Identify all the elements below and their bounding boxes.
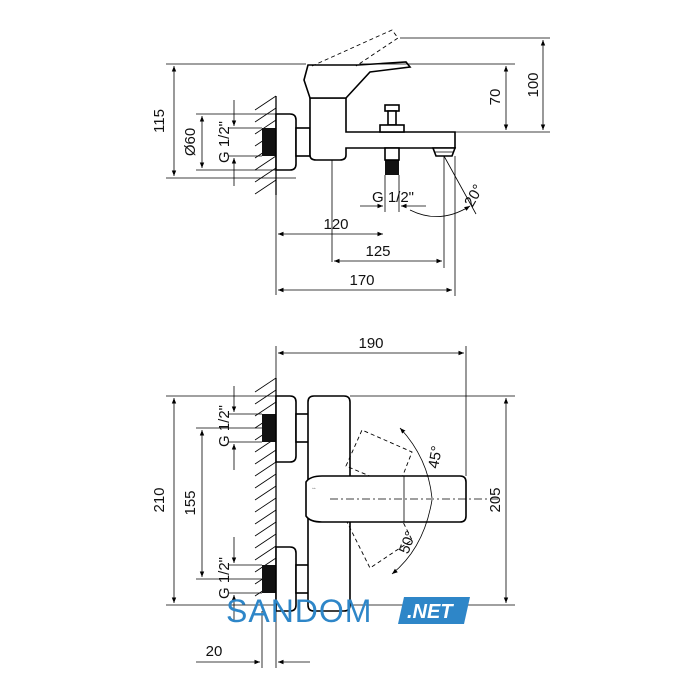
watermark-name: SANDOM bbox=[226, 593, 372, 629]
side-view: 115 Ø60 G 1/2" 100 70 G 1/2" 20° 120 125… bbox=[151, 29, 550, 296]
dim-angle-50: 50° bbox=[396, 529, 420, 556]
dim-170: 170 bbox=[349, 272, 374, 289]
flange-front-bottom bbox=[275, 546, 297, 612]
dim-thread-bottom-side: G 1/2" bbox=[372, 189, 414, 206]
dim-100: 100 bbox=[525, 72, 542, 97]
dim-70: 70 bbox=[487, 89, 504, 106]
flange-side bbox=[275, 113, 297, 171]
diverter-knob-side bbox=[379, 104, 405, 133]
dim-thread-wall-side: G 1/2" bbox=[216, 121, 233, 163]
dim-120: 120 bbox=[323, 216, 348, 233]
dim-thread-top-front: G 1/2" bbox=[216, 405, 233, 447]
watermark-tld: .NET bbox=[407, 601, 454, 623]
connector-side bbox=[295, 127, 311, 157]
handle-lever-side bbox=[303, 61, 412, 99]
dim-thread-bottom-front: G 1/2" bbox=[216, 557, 233, 599]
wall-hatch-side bbox=[254, 95, 277, 195]
dim-angle-45: 45° bbox=[425, 445, 446, 470]
dim-125: 125 bbox=[365, 243, 390, 260]
dim-diameter-60: Ø60 bbox=[182, 128, 199, 156]
dim-190: 190 bbox=[358, 335, 383, 352]
body-side bbox=[309, 97, 456, 161]
dim-angle-20: 20° bbox=[461, 182, 487, 210]
svg-text:◦◦: ◦◦ bbox=[312, 486, 316, 492]
dim-155: 155 bbox=[182, 490, 199, 515]
dim-20: 20 bbox=[206, 643, 223, 660]
wall-hatch-front bbox=[254, 377, 277, 605]
dim-205: 205 bbox=[487, 487, 504, 512]
watermark: SANDOM .NET bbox=[226, 593, 470, 629]
dim-115: 115 bbox=[151, 109, 168, 133]
flange-front-top bbox=[275, 395, 297, 463]
dim-210: 210 bbox=[151, 487, 168, 512]
front-view: ◦◦ 1 bbox=[151, 335, 515, 668]
